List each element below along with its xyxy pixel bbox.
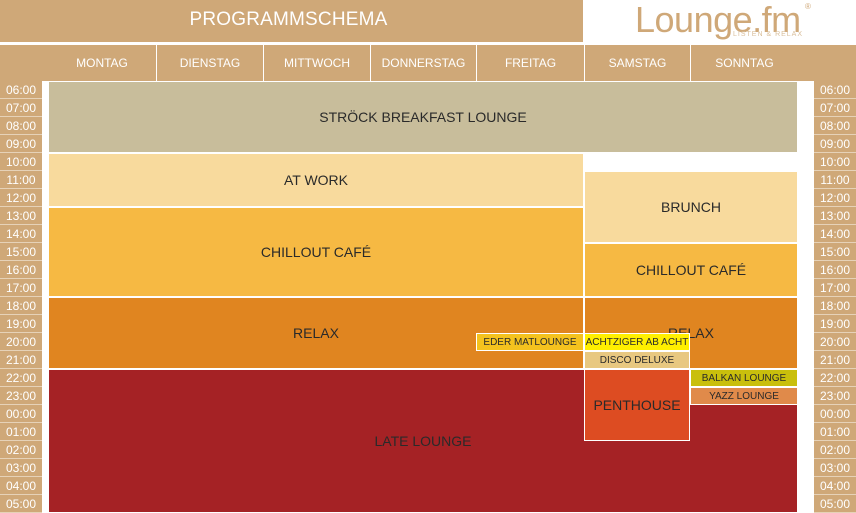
show-block-penthouse[interactable]: PENTHOUSE [584, 369, 690, 441]
show-block-balkan-lounge[interactable]: BALKAN LOUNGE [690, 369, 798, 387]
time-label-right: 01:00 [814, 423, 856, 441]
show-label: LATE LOUNGE [374, 433, 472, 449]
time-label-left: 22:00 [0, 369, 42, 387]
show-label: DISCO DELUXE [599, 354, 675, 366]
show-label: STRÖCK BREAKFAST LOUNGE [319, 109, 527, 125]
day-header-strip [0, 45, 856, 81]
show-block-yazz-lounge[interactable]: YAZZ LOUNGE [690, 387, 798, 405]
show-block-eder-matlounge[interactable]: EDER MATLOUNGE [476, 333, 584, 351]
logo[interactable]: Lounge.fm ® LISTEN & RELAX [583, 0, 856, 42]
time-label-left: 15:00 [0, 243, 42, 261]
show-label: BALKAN LOUNGE [701, 372, 787, 384]
day-header-samstag: SAMSTAG [584, 45, 690, 81]
time-label-left: 18:00 [0, 297, 42, 315]
time-label-left: 05:00 [0, 495, 42, 513]
time-label-right: 00:00 [814, 405, 856, 423]
time-label-right: 02:00 [814, 441, 856, 459]
time-label-right: 17:00 [814, 279, 856, 297]
time-label-right: 22:00 [814, 369, 856, 387]
time-label-right: 08:00 [814, 117, 856, 135]
show-label: PENTHOUSE [593, 397, 681, 413]
time-label-left: 09:00 [0, 135, 42, 153]
time-label-right: 10:00 [814, 153, 856, 171]
time-label-right: 20:00 [814, 333, 856, 351]
time-label-right: 06:00 [814, 81, 856, 99]
time-label-right: 16:00 [814, 261, 856, 279]
time-label-left: 17:00 [0, 279, 42, 297]
time-label-left: 00:00 [0, 405, 42, 423]
time-label-right: 13:00 [814, 207, 856, 225]
time-label-left: 10:00 [0, 153, 42, 171]
time-label-left: 13:00 [0, 207, 42, 225]
time-label-right: 07:00 [814, 99, 856, 117]
show-label: YAZZ LOUNGE [709, 390, 779, 402]
logo-tagline: LISTEN & RELAX [733, 31, 804, 38]
time-label-right: 19:00 [814, 315, 856, 333]
time-label-right: 15:00 [814, 243, 856, 261]
logo-registered-mark: ® [805, 2, 811, 11]
show-label: RELAX [293, 325, 339, 341]
show-label: EDER MATLOUNGE [483, 336, 577, 348]
show-block-chillout-cafe-weekend[interactable]: CHILLOUT CAFÉ [584, 243, 798, 297]
show-block-stroeck-breakfast-lounge[interactable]: STRÖCK BREAKFAST LOUNGE [48, 81, 798, 153]
logo-text: Lounge.fm [635, 0, 801, 40]
day-header-freitag: FREITAG [476, 45, 584, 81]
time-label-left: 20:00 [0, 333, 42, 351]
show-block-disco-deluxe[interactable]: DISCO DELUXE [584, 351, 690, 369]
show-label: CHILLOUT CAFÉ [260, 244, 372, 260]
time-label-left: 08:00 [0, 117, 42, 135]
time-label-left: 16:00 [0, 261, 42, 279]
time-label-left: 07:00 [0, 99, 42, 117]
time-label-right: 21:00 [814, 351, 856, 369]
day-header-dienstag: DIENSTAG [156, 45, 263, 81]
show-block-achtziger-ab-acht[interactable]: ACHTZIGER AB ACHT [584, 333, 690, 351]
time-label-left: 04:00 [0, 477, 42, 495]
time-label-right: 11:00 [814, 171, 856, 189]
time-label-right: 04:00 [814, 477, 856, 495]
show-block-chillout-cafe-weekday[interactable]: CHILLOUT CAFÉ [48, 207, 584, 297]
time-label-right: 23:00 [814, 387, 856, 405]
header-bar [0, 0, 583, 42]
time-label-left: 01:00 [0, 423, 42, 441]
time-label-left: 23:00 [0, 387, 42, 405]
time-label-right: 09:00 [814, 135, 856, 153]
show-label: BRUNCH [661, 199, 721, 215]
show-block-brunch[interactable]: BRUNCH [584, 171, 798, 243]
time-label-left: 11:00 [0, 171, 42, 189]
time-label-left: 21:00 [0, 351, 42, 369]
time-label-left: 03:00 [0, 459, 42, 477]
time-label-left: 06:00 [0, 81, 42, 99]
page-title: PROGRAMMSCHEMA [189, 9, 388, 30]
day-header-donnerstag: DONNERSTAG [370, 45, 476, 81]
day-header-mittwoch: MITTWOCH [263, 45, 370, 81]
time-label-right: 14:00 [814, 225, 856, 243]
time-label-right: 12:00 [814, 189, 856, 207]
time-label-left: 12:00 [0, 189, 42, 207]
show-label: AT WORK [283, 172, 349, 188]
day-header-montag: MONTAG [76, 56, 128, 70]
time-label-right: 03:00 [814, 459, 856, 477]
time-label-left: 02:00 [0, 441, 42, 459]
show-block-relax-weekday[interactable]: RELAX [48, 297, 584, 369]
time-label-left: 19:00 [0, 315, 42, 333]
show-block-at-work[interactable]: AT WORK [48, 153, 584, 207]
show-label: CHILLOUT CAFÉ [635, 262, 747, 278]
time-label-right: 18:00 [814, 297, 856, 315]
time-label-left: 14:00 [0, 225, 42, 243]
day-header-sonntag: SONNTAG [690, 45, 798, 81]
show-label: ACHTZIGER AB ACHT [585, 336, 689, 348]
time-label-right: 05:00 [814, 495, 856, 513]
